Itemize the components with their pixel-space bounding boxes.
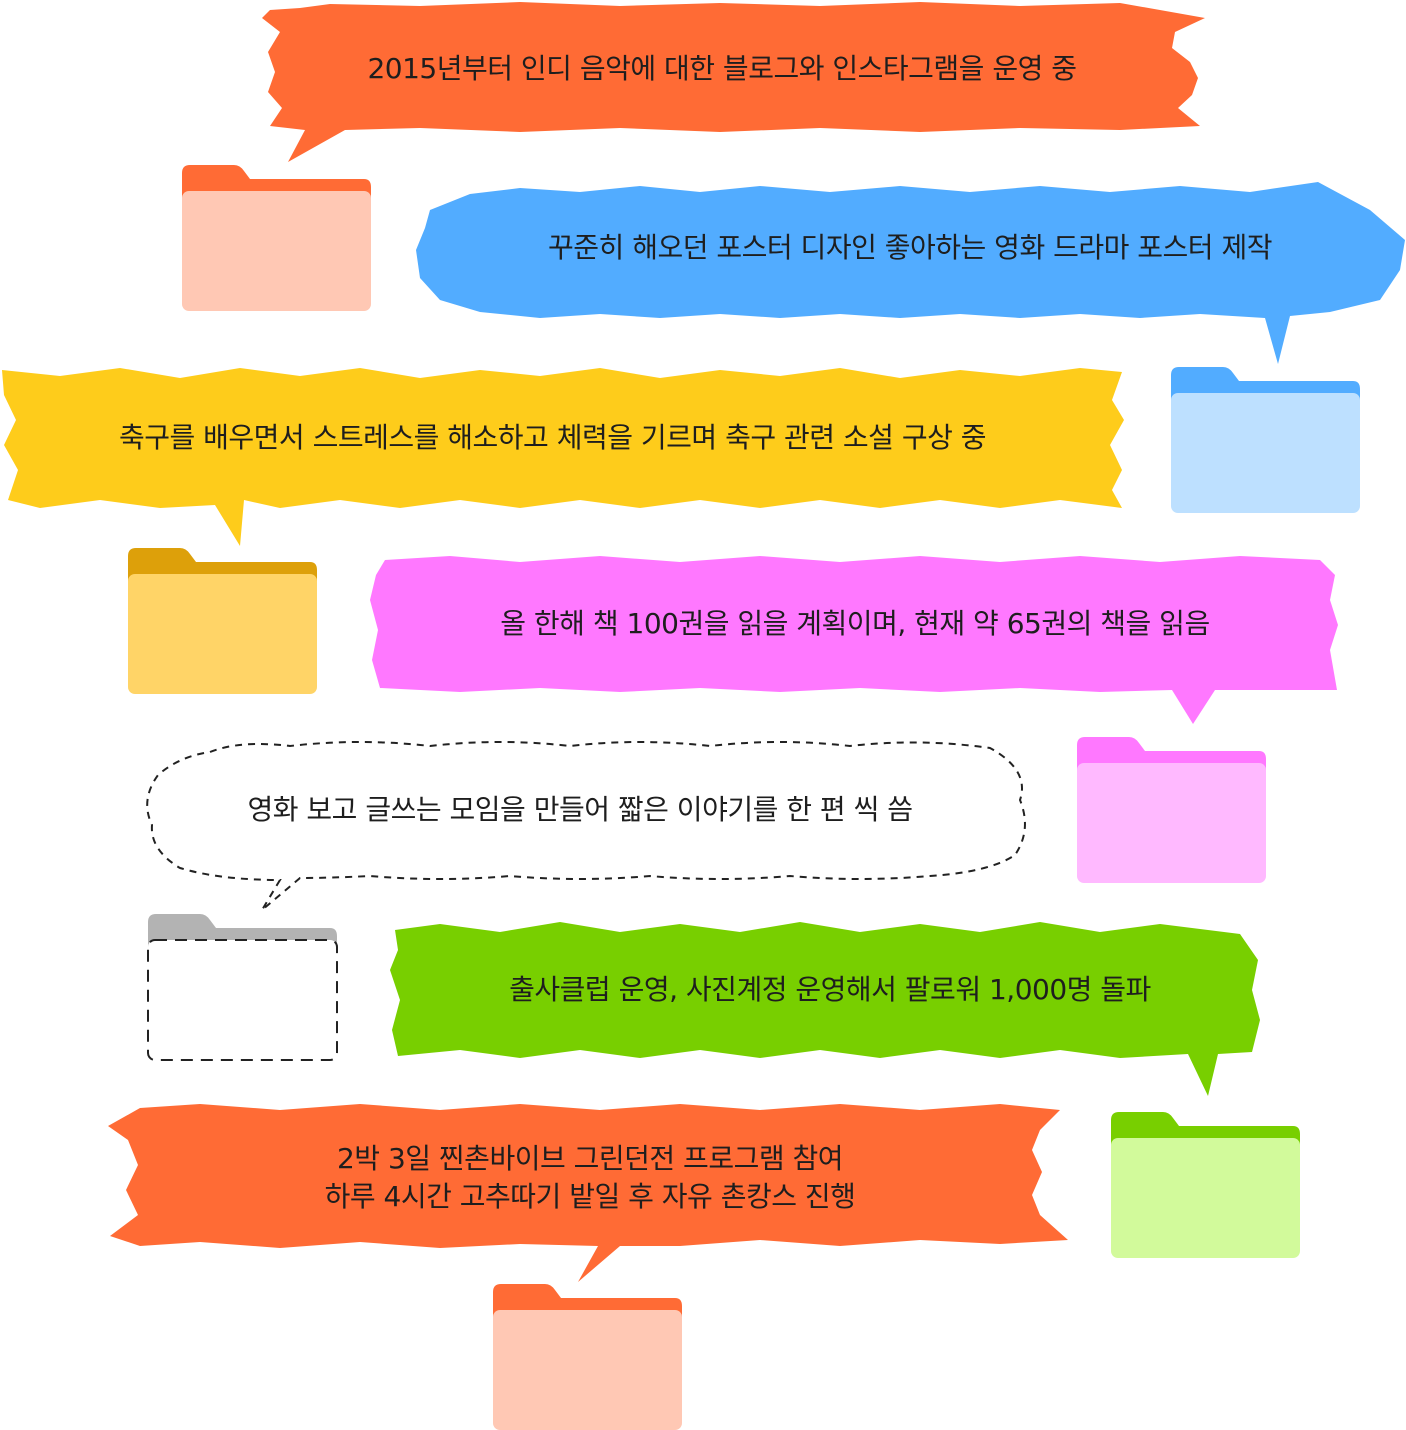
speech-bubble-1	[262, 2, 1205, 162]
folder-icon-3	[128, 548, 317, 694]
bubble-5-line-1: 영화 보고 글쓰는 모임을 만들어 짧은 이야기를 한 편 씩 씀	[247, 793, 914, 826]
bubble-text-2: 꾸준히 해오던 포스터 디자인 좋아하는 영화 드라마 포스터 제작	[440, 208, 1380, 288]
bubble-1-line-1: 2015년부터 인디 음악에 대한 블로그와 인스타그램을 운영 중	[367, 52, 1077, 85]
speech-bubble-2	[416, 182, 1405, 364]
bubble-2-line-1: 꾸준히 해오던 포스터 디자인 좋아하는 영화 드라마 포스터 제작	[548, 231, 1272, 264]
speech-bubble-7	[108, 1104, 1068, 1282]
folder-icon-2	[1171, 367, 1360, 513]
speech-bubble-4	[370, 556, 1338, 724]
bubble-3-line-1: 축구를 배우면서 스트레스를 해소하고 체력을 기르며 축구 관련 소설 구상 …	[118, 421, 987, 454]
bubble-text-1: 2015년부터 인디 음악에 대한 블로그와 인스타그램을 운영 중	[282, 30, 1162, 108]
speech-bubble-3	[2, 368, 1124, 546]
speech-bubble-5	[146, 741, 1026, 911]
bubble-text-3: 축구를 배우면서 스트레스를 해소하고 체력을 기르며 축구 관련 소설 구상 …	[20, 398, 1085, 478]
folder-icon-1	[182, 165, 371, 311]
folder-outline-icon-5	[147, 914, 338, 1061]
bubble-text-7: 2박 3일 찐촌바이브 그린던전 프로그램 참여 하루 4시간 고추따기 밭일 …	[150, 1130, 1030, 1226]
bubble-text-6: 출사클럽 운영, 사진계정 운영해서 팔로워 1,000명 돌파	[410, 950, 1250, 1030]
bubble-7-line-2: 하루 4시간 고추따기 밭일 후 자유 촌캉스 진행	[324, 1180, 856, 1213]
speech-bubble-6	[390, 922, 1260, 1096]
folder-icon-6	[1111, 1112, 1300, 1258]
bubble-text-4: 올 한해 책 100권을 읽을 계획이며, 현재 약 65권의 책을 읽음	[390, 584, 1320, 664]
bubble-text-5: 영화 보고 글쓰는 모임을 만들어 짧은 이야기를 한 편 씩 씀	[170, 770, 990, 850]
bubble-7-line-1: 2박 3일 찐촌바이브 그린던전 프로그램 참여	[336, 1142, 844, 1175]
folder-icon-7	[493, 1284, 682, 1430]
bubble-4-line-1: 올 한해 책 100권을 읽을 계획이며, 현재 약 65권의 책을 읽음	[500, 607, 1210, 640]
folder-icon-4	[1077, 737, 1266, 883]
bubble-6-line-1: 출사클럽 운영, 사진계정 운영해서 팔로워 1,000명 돌파	[509, 973, 1151, 1006]
